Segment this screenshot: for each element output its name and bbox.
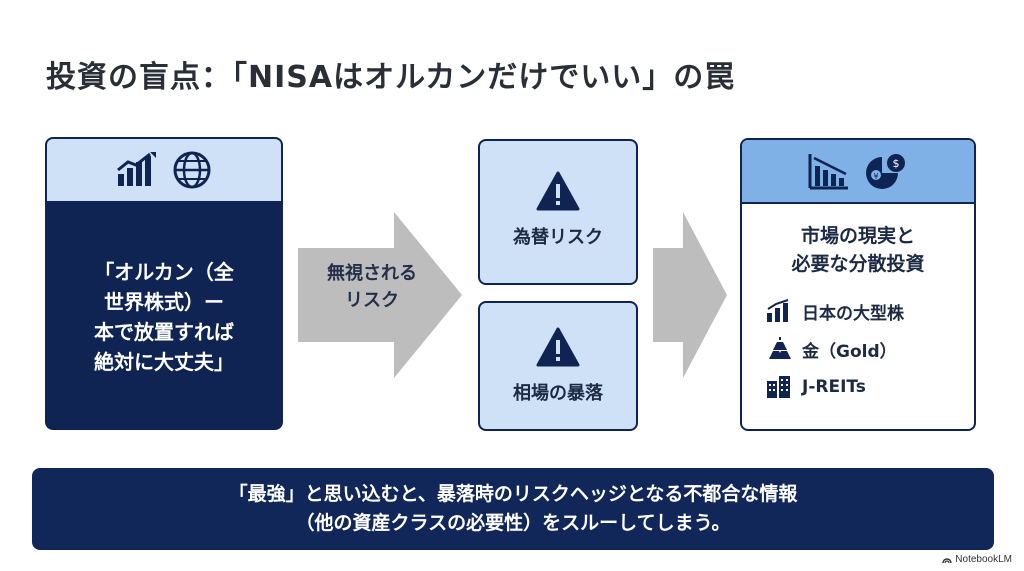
conclusion-text: 「最強」と思い込むと、暴落時のリスクヘッジとなる不都合な情報 （他の資産クラスの…: [228, 483, 798, 534]
reality-title: 市場の現実と 必要な分散投資: [791, 225, 925, 275]
pie-chart-currency-icon: ¥ $: [866, 154, 905, 189]
warning-icon: [536, 327, 580, 367]
brand-label: NotebookLM: [955, 554, 1012, 565]
card-header: ¥ $: [742, 140, 974, 204]
result-arrow: [653, 212, 727, 378]
svg-text:$: $: [893, 157, 900, 170]
diversification-list: 日本の大型株 金（Gold） J-REITs: [766, 292, 974, 406]
globe-icon: [173, 151, 211, 189]
card-body: 「オルカン（全 世界株式）ー 本で放置すれば 絶対に大丈夫」: [47, 203, 281, 428]
risk-label: 相場の暴落: [513, 383, 603, 404]
market-reality-card: ¥ $ 市場の現実と 必要な分散投資 日本の大型株 金（Gold）: [740, 138, 976, 431]
risk-card-fx: 為替リスク: [478, 139, 638, 285]
svg-text:¥: ¥: [873, 172, 878, 181]
growth-chart-icon: [117, 152, 156, 186]
item-label: 日本の大型株: [802, 303, 904, 324]
list-item: 日本の大型株: [766, 292, 974, 330]
card-header: [47, 139, 281, 203]
risk-label: 為替リスク: [513, 227, 603, 248]
list-item: 金（Gold）: [766, 330, 974, 368]
ignored-risk-arrow: [298, 212, 462, 378]
warning-icon: [536, 171, 580, 211]
conclusion-banner: 「最強」と思い込むと、暴落時のリスクヘッジとなる不都合な情報 （他の資産クラスの…: [32, 468, 994, 550]
stock-growth-icon: [767, 299, 789, 322]
brand-watermark: NotebookLM: [942, 554, 1012, 565]
item-label: J-REITs: [802, 377, 866, 397]
arrow-label: 無視される リスク: [327, 263, 417, 311]
risk-card-crash: 相場の暴落: [478, 301, 638, 431]
gold-bars-icon: [769, 337, 791, 359]
item-label: 金（Gold）: [802, 341, 897, 362]
orcan-belief-card: 「オルカン（全 世界株式）ー 本で放置すれば 絶対に大丈夫」: [45, 137, 283, 430]
notebooklm-logo-icon: [942, 557, 952, 563]
buildings-icon: [767, 376, 790, 398]
list-item: J-REITs: [766, 368, 974, 406]
belief-quote: 「オルカン（全 世界株式）ー 本で放置すれば 絶対に大丈夫」: [94, 259, 234, 374]
declining-chart-icon: [808, 154, 848, 190]
page-title: 投資の盲点：「NISAはオルカンだけでいい」の罠: [46, 60, 736, 95]
